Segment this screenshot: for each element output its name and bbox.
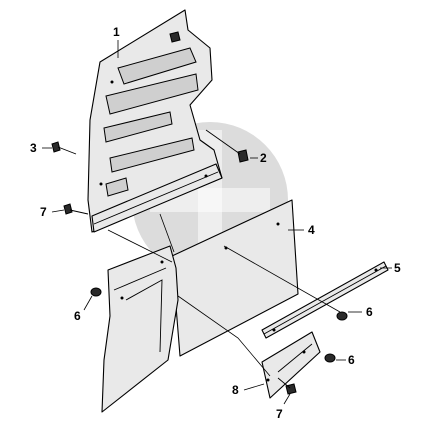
callout-6-lower: 6	[348, 353, 355, 367]
callout-6-right: 6	[366, 305, 373, 319]
callout-3: 3	[30, 141, 37, 155]
callout-4: 4	[308, 223, 315, 237]
slot	[105, 73, 199, 115]
part-1-bracket-plate	[87, 9, 223, 233]
callout-1: 1	[113, 25, 120, 39]
bolt-7-lower	[277, 377, 297, 395]
slot	[105, 177, 129, 197]
slot	[103, 111, 173, 143]
slot	[117, 47, 197, 85]
callout-leaders	[42, 40, 392, 405]
bolt-2	[205, 129, 249, 163]
nut-6-lower	[324, 353, 336, 363]
assembly-lines	[107, 213, 341, 377]
callout-2: 2	[260, 151, 267, 165]
nut-6-left	[90, 287, 102, 297]
callout-5: 5	[394, 261, 401, 275]
callout-6-left: 6	[74, 309, 81, 323]
part-5-strip-bar	[261, 261, 389, 339]
callout-7-lower: 7	[276, 407, 283, 421]
callout-7-upper: 7	[40, 205, 47, 219]
callout-labels: 1 2 3 4 5 6 6 6 7 7 8	[30, 25, 401, 421]
bolt-3	[51, 141, 77, 155]
mudflap-left	[101, 245, 179, 413]
part-4-flat-plate	[171, 199, 299, 357]
callout-8: 8	[232, 383, 239, 397]
part-8-small-bracket	[261, 331, 321, 399]
nut-6-right	[336, 311, 348, 321]
bolt-7-upper	[63, 203, 89, 215]
slot	[109, 137, 195, 173]
